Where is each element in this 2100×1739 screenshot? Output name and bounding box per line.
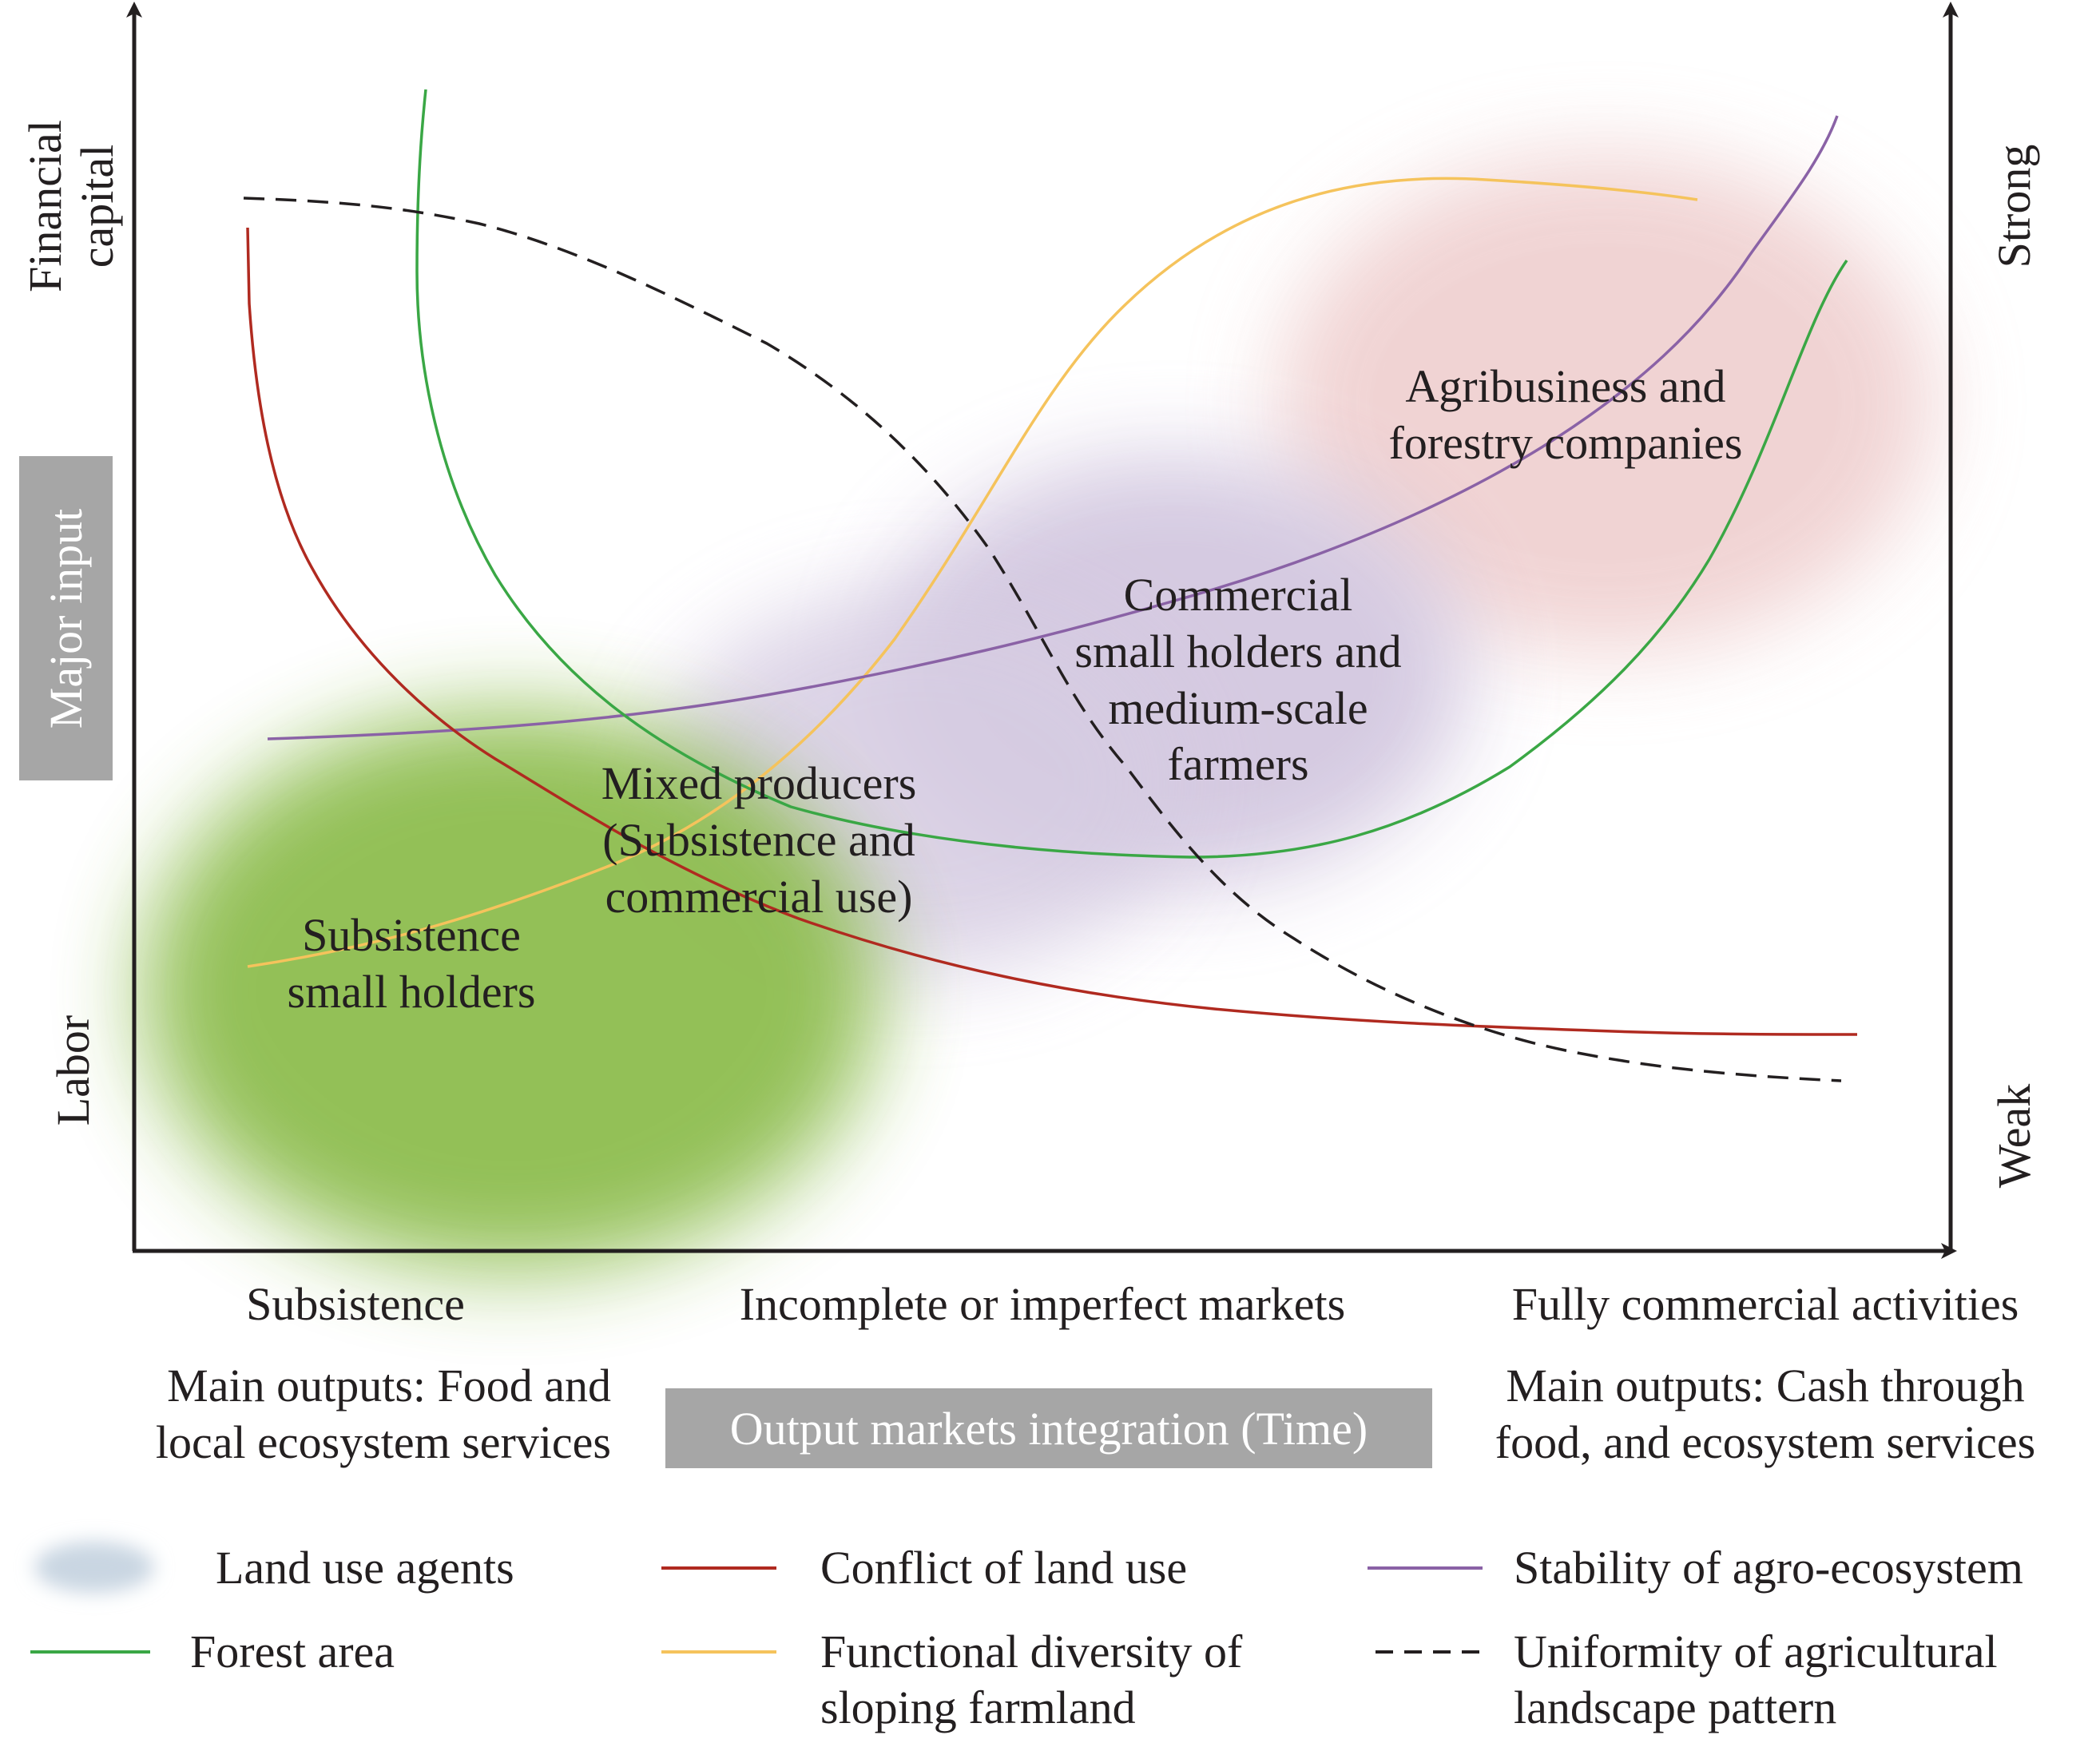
y-axis-top-label: Financial capital xyxy=(16,86,128,326)
agent-label-commercial: Commercial small holders and medium-scal… xyxy=(1074,569,1402,791)
agent-blob-subsistence xyxy=(144,711,879,1270)
curve-conflict xyxy=(246,227,1858,1036)
y-axis-top-label-line-1: Financial xyxy=(19,120,72,292)
major-input-text: Major input xyxy=(40,508,93,729)
x-category-subsistence: Subsistence xyxy=(246,1278,465,1330)
legend-swatch-land-use-agents xyxy=(34,1542,154,1593)
major-input-banner: Major input xyxy=(19,456,113,780)
right-axis-top-label: Strong xyxy=(1988,144,2040,268)
right-output-note: Main outputs: Cash through food, and eco… xyxy=(1495,1360,2036,1468)
left-output-note: Main outputs: Food and local ecosystem s… xyxy=(155,1360,611,1468)
legend-item-uniformity: Uniformity of agricultural landscape pat… xyxy=(1514,1626,1998,1733)
axes xyxy=(126,2,1959,1259)
legend-swatches xyxy=(30,1542,1483,1654)
x-category-fully-commercial: Fully commercial activities xyxy=(1511,1278,2019,1330)
curve-functional-diversity xyxy=(247,177,1698,968)
legend-item-functional: Functional diversity of sloping farmland xyxy=(820,1626,1243,1733)
legend-item-forest: Forest area xyxy=(190,1626,395,1677)
curve-uniformity xyxy=(243,197,1842,1082)
agent-label-subsistence: Subsistence small holders xyxy=(287,909,536,1018)
legend-item-land-use-agents: Land use agents xyxy=(216,1542,514,1594)
y-axis-bottom-label: Labor xyxy=(47,1014,99,1126)
output-markets-banner: Output markets integration (Time) xyxy=(665,1388,1432,1468)
legend-item-conflict: Conflict of land use xyxy=(820,1542,1188,1594)
right-axis-bottom-label: Weak xyxy=(1988,1083,2040,1189)
curve-forest xyxy=(415,89,1848,859)
y-axis-top-label-line-2: capital xyxy=(71,144,123,268)
x-category-incomplete-markets: Incomplete or imperfect markets xyxy=(739,1278,1346,1330)
agent-label-mixed: Mixed producers (Subsistence and commerc… xyxy=(601,757,917,923)
legend-item-stability: Stability of agro-ecosystem xyxy=(1514,1542,2023,1594)
agent-blobs xyxy=(144,156,1933,1270)
agent-label-agribusiness: Agribusiness and forestry companies xyxy=(1388,360,1743,469)
curves xyxy=(243,89,1858,1082)
